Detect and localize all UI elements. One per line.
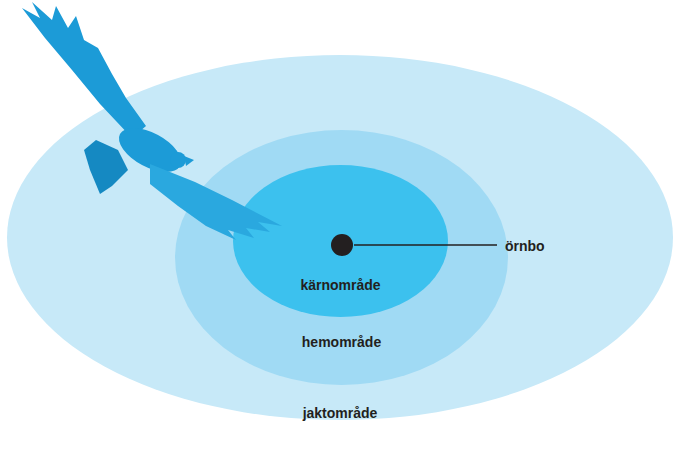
area-label: jaktområde	[303, 405, 378, 421]
home-area-ellipse: hemområde kärnområde	[175, 130, 508, 385]
ellipse-fill	[233, 165, 448, 317]
area-label: kärnområde	[300, 277, 380, 293]
nest-dot	[331, 234, 353, 256]
label-wrap: örnbo	[505, 237, 545, 255]
area-label-wrap: jaktområde	[7, 404, 673, 422]
ellipse-fill	[175, 130, 508, 385]
area-label-wrap: kärnområde	[233, 276, 448, 294]
leader-line	[354, 244, 497, 246]
area-label-wrap: hemområde	[175, 333, 508, 351]
nest-label: örnbo	[505, 238, 545, 254]
area-label: hemområde	[302, 334, 381, 350]
eagle-silhouette	[22, 2, 282, 240]
